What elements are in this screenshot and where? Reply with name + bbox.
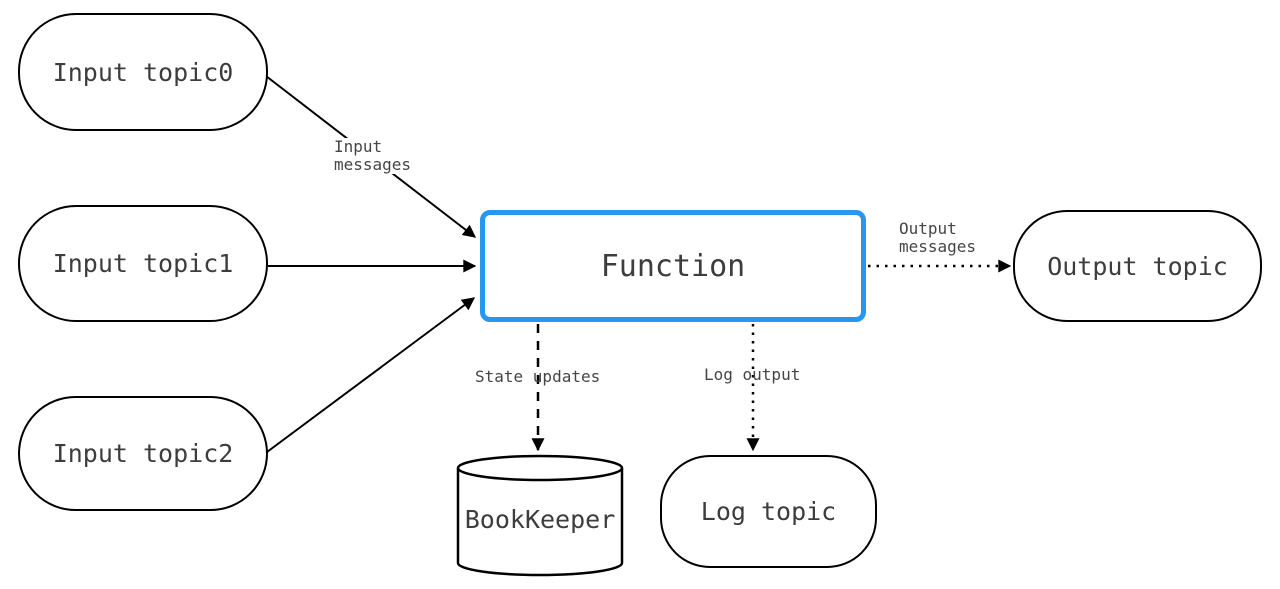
edge-label-state-updates: State updates (475, 367, 601, 386)
edge-label-input-messages: Input messages (333, 137, 413, 174)
node-log-topic: Log topic (660, 455, 877, 568)
node-bookkeeper-label: BookKeeper (464, 505, 616, 534)
node-function: Function (480, 210, 866, 322)
edge-label-output-messages: Output messages (899, 220, 976, 256)
node-log-topic-label: Log topic (700, 497, 837, 526)
edge-label-log-output: Log output (704, 365, 801, 384)
edge-label-output-messages-line1: Output (899, 219, 957, 238)
edge-label-input-messages-line2: messages (334, 155, 412, 174)
node-input-topic1-label: Input topic1 (52, 249, 234, 278)
bookkeeper-cylinder (456, 454, 624, 577)
node-input-topic0: Input topic0 (18, 13, 268, 131)
node-output-topic-label: Output topic (1047, 251, 1228, 281)
edge-label-input-messages-line1: Input (334, 137, 383, 156)
edge-input-topic2-to-function (266, 297, 476, 453)
node-output-topic: Output topic (1013, 210, 1262, 322)
node-input-topic2: Input topic2 (18, 396, 268, 511)
node-input-topic0-label: Input topic0 (52, 57, 234, 87)
node-input-topic2-label: Input topic2 (52, 439, 234, 468)
edge-label-output-messages-line2: messages (899, 237, 977, 256)
node-function-label: Function (600, 248, 746, 284)
node-input-topic1: Input topic1 (18, 205, 268, 322)
